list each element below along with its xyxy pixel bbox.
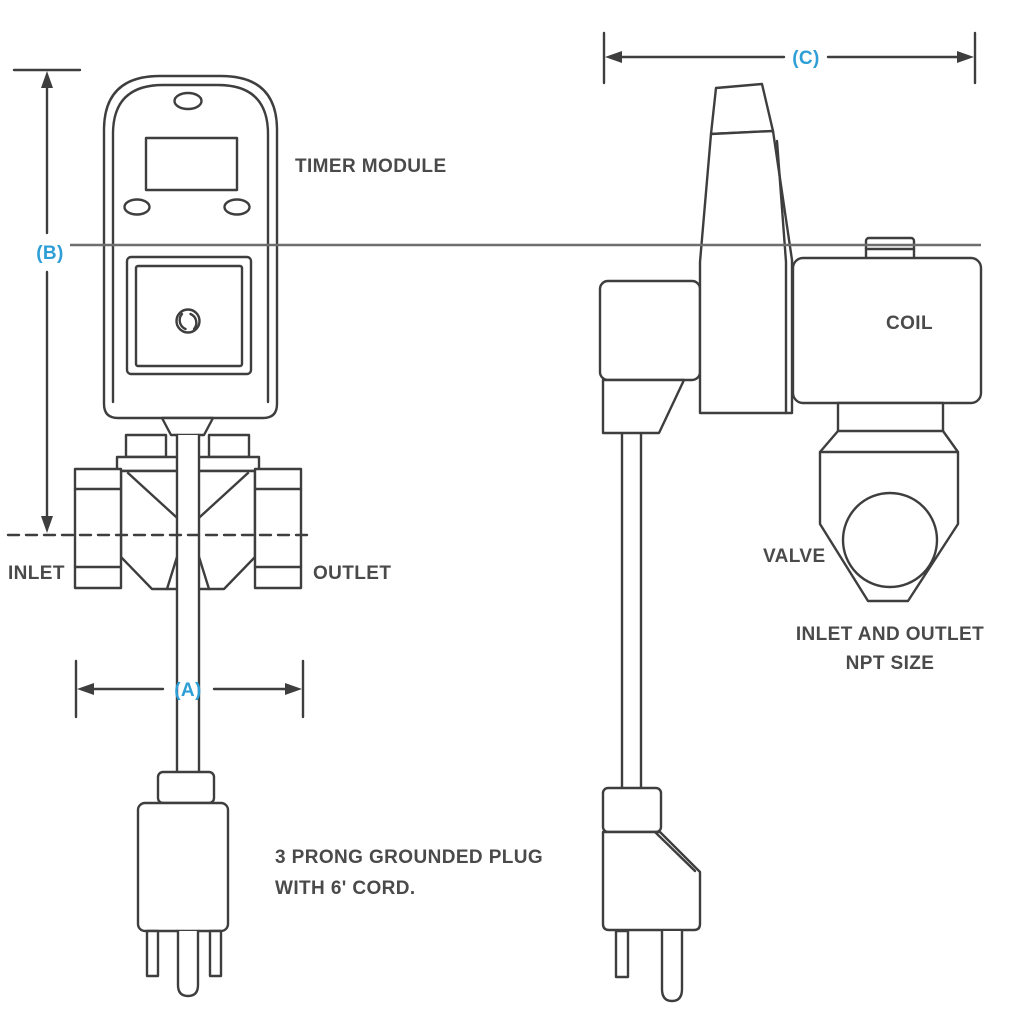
plug-grip <box>156 770 216 805</box>
plug-side-grip <box>601 786 663 834</box>
dim-c-label: (C) <box>792 48 820 69</box>
dim-b-arrow-up <box>41 71 53 88</box>
dimension-c: (C) <box>602 31 977 85</box>
outlet-label: OUTLET <box>313 563 391 584</box>
npt-note-line1: INLET AND OUTLET <box>796 624 984 645</box>
plug-side-body <box>601 830 702 932</box>
dimension-a: (A) <box>74 659 305 719</box>
power-cord-front <box>175 433 201 774</box>
plug-prong-left <box>145 929 160 978</box>
dim-a-label: (A) <box>174 680 202 701</box>
plug-prong-right <box>208 929 223 978</box>
valve-port-left <box>73 467 123 590</box>
front-view <box>6 74 315 998</box>
coil-label: COIL <box>886 313 933 334</box>
dim-b-label: (B) <box>36 243 64 264</box>
dim-a-arrow-left <box>77 683 94 695</box>
valve-neck <box>160 416 215 437</box>
plug-note-line1: 3 PRONG GROUNDED PLUG <box>275 847 543 868</box>
timer-side-edge-line <box>775 139 788 415</box>
valve-bonnet <box>836 401 945 433</box>
timer-module-front <box>102 74 279 420</box>
inlet-label: INLET <box>8 563 65 584</box>
timer-module-shell-inner <box>111 83 270 404</box>
coil-housing-outer <box>125 255 253 376</box>
elbow-box <box>598 279 702 382</box>
valve-port-right <box>253 467 303 590</box>
timer-module-side <box>698 82 794 415</box>
module-display <box>144 136 239 192</box>
dim-c-arrow-right <box>957 51 974 63</box>
valve-funnel-lines <box>126 471 250 591</box>
valve-port-opening <box>841 491 939 589</box>
plug-side-slant-detail <box>653 830 697 873</box>
valve-side <box>818 401 960 603</box>
module-led-left <box>123 198 151 216</box>
plug-side <box>601 786 702 1003</box>
housing-screw-slot <box>178 312 198 331</box>
plug-side-prong-flat <box>614 929 630 979</box>
valve-label: VALVE <box>763 546 826 567</box>
power-cord-side <box>620 431 643 790</box>
elbow-stem <box>601 378 686 435</box>
npt-note-line2: NPT SIZE <box>846 653 935 674</box>
dim-a-arrow-right <box>285 683 302 695</box>
conduit-elbow <box>598 279 702 435</box>
timer-module-label: TIMER MODULE <box>295 156 447 177</box>
timer-side-cap <box>709 82 775 136</box>
plug-note-line2: WITH 6' CORD. <box>275 878 416 899</box>
module-led-right <box>223 198 251 216</box>
valve-top-nut-right <box>207 433 251 459</box>
plug-prong-ground <box>176 929 200 998</box>
dim-c-arrow-left <box>605 51 622 63</box>
coil-side <box>791 236 983 405</box>
plug-side-prong-ground <box>660 929 684 1003</box>
module-top-hole <box>173 91 203 111</box>
valve-shoulder-right <box>941 429 960 454</box>
coil-housing-inner <box>134 264 244 368</box>
dim-b-arrow-down <box>41 516 53 533</box>
dimension-b: (B) <box>12 68 82 533</box>
housing-screw <box>175 308 201 334</box>
valve-top-nut-left <box>124 433 168 459</box>
plug-body <box>136 801 230 933</box>
plug-front <box>136 770 230 998</box>
timer-side-body <box>698 129 794 415</box>
side-view <box>598 82 983 1003</box>
timer-module-shell <box>102 74 279 420</box>
valve-shoulder-left <box>818 429 840 454</box>
cord-front-mask <box>177 435 199 772</box>
